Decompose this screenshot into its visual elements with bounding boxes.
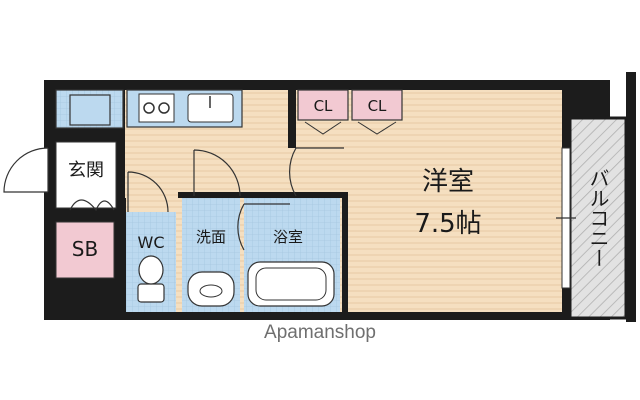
balcony-right-wall <box>626 72 636 322</box>
toilet-bowl-icon <box>138 255 164 285</box>
washbasin-icon <box>187 271 235 307</box>
toilet-tank-icon <box>137 283 165 303</box>
entrance-door-icon <box>3 147 49 193</box>
washer-icon <box>69 94 111 126</box>
partition-wall-bath-top <box>178 192 348 198</box>
genkan-inner-door-icon <box>69 199 115 212</box>
watermark: Apamanshop <box>264 322 376 343</box>
senmen-door-icon <box>193 149 241 197</box>
partition-wall-wc-left <box>120 198 126 312</box>
closet-2-label: CL <box>368 97 387 115</box>
genkan-floor <box>55 141 117 209</box>
wc-label: WC <box>138 233 165 252</box>
youshitsu-label: 洋室 <box>422 167 474 197</box>
wc-door-icon <box>127 171 169 213</box>
balcony-area <box>568 116 628 320</box>
closet-2 <box>351 89 403 121</box>
sb-label: SB <box>72 237 98 261</box>
yokushitsu-label: 浴室 <box>273 228 303 246</box>
sb-floor <box>55 221 115 279</box>
partition-wall-bath-right <box>342 192 348 312</box>
closet-1 <box>297 89 349 121</box>
youshitsu-size-label: 7.5帖 <box>414 209 481 239</box>
closet-1-label: CL <box>314 97 333 115</box>
genkan-label: 玄関 <box>68 160 104 181</box>
balcony-label: バルコニー <box>586 168 610 268</box>
senmen-label: 洗面 <box>196 228 226 246</box>
bathtub-icon <box>247 261 335 307</box>
living-door-icon <box>289 147 344 197</box>
bath-door-icon <box>237 203 290 251</box>
partition-wall-kitchen <box>288 90 296 148</box>
stove-icon <box>138 93 175 123</box>
